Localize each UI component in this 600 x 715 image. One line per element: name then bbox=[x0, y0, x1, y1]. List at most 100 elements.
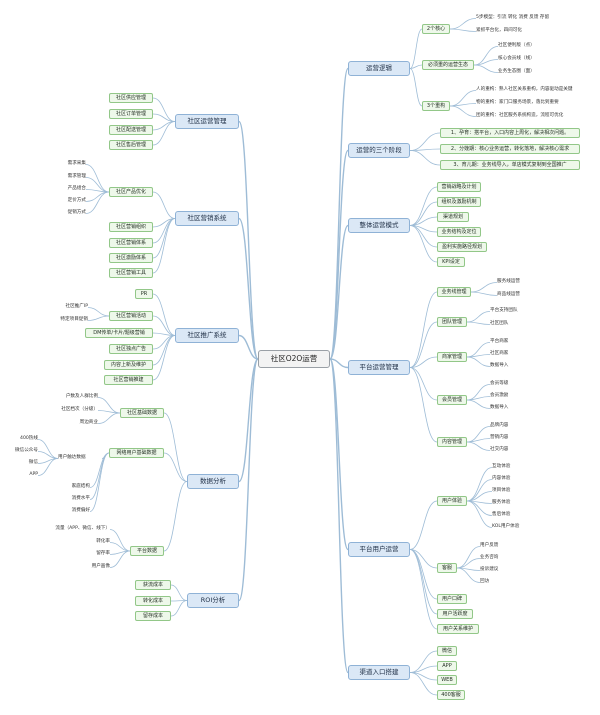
sub-member-mgmt[interactable]: 会员管理 bbox=[437, 395, 467, 405]
connector-line bbox=[466, 399, 491, 409]
sub-dm-flyer[interactable]: DM传单/卡片/题级营销 bbox=[85, 328, 153, 338]
topic-platform-user-ops[interactable]: 平台用户运营 bbox=[348, 542, 410, 557]
sub-order-mgmt[interactable]: 社区订单管理 bbox=[109, 109, 153, 119]
leaf-demand-collect: 需求采集 bbox=[67, 161, 86, 166]
topic-platform-ops-mgmt[interactable]: 平台运营管理 bbox=[348, 360, 410, 375]
sub-user-reputation[interactable]: 用户口碑 bbox=[437, 594, 467, 604]
sub-marketing-events[interactable]: 社区营销活动 bbox=[109, 311, 153, 321]
sub-delivery-mgmt[interactable]: 社区配送管理 bbox=[109, 125, 153, 135]
sub-strategy-plan[interactable]: 营销战略及计划 bbox=[437, 182, 481, 192]
sub-business-structure[interactable]: 业务结构及定位 bbox=[437, 227, 481, 237]
connector-line bbox=[409, 68, 423, 107]
connector-line bbox=[409, 500, 438, 550]
leaf-retention-rate: 留存率 bbox=[96, 551, 110, 556]
sub-supply-mgmt[interactable]: 社区供应管理 bbox=[109, 93, 153, 103]
connector-line bbox=[470, 291, 498, 296]
topic-community-promotion[interactable]: 社区推广系统 bbox=[175, 328, 239, 343]
topic-roi-analysis[interactable]: ROI分析 bbox=[187, 593, 239, 608]
sub-channel-400[interactable]: 400客服 bbox=[437, 690, 465, 700]
leaf-complaints: 投诉建议 bbox=[480, 567, 499, 572]
sub-three-rebuilds[interactable]: 3个重构 bbox=[422, 101, 450, 111]
sub-channel-wechat[interactable]: 微信 bbox=[437, 646, 457, 656]
sub-pr[interactable]: PR bbox=[135, 289, 153, 299]
sub-marketing-tools[interactable]: 社区营销工具 bbox=[109, 268, 153, 278]
sub-user-activity[interactable]: 用户活跃度 bbox=[437, 609, 473, 619]
sub-platform-data[interactable]: 平台数据 bbox=[130, 546, 164, 556]
leaf-social-content: 社交内容 bbox=[490, 447, 509, 452]
connector-line bbox=[466, 354, 491, 358]
leaf-convenience-point: 社区便利版（点） bbox=[498, 43, 535, 48]
sub-org-incentive[interactable]: 组织及激励机制 bbox=[437, 197, 481, 207]
sub-stage-nurturing[interactable]: 3、育儿期：业务线导入，单店模式复制到全国推广 bbox=[440, 160, 580, 170]
leaf-platform-merchants: 平台商家 bbox=[490, 339, 509, 344]
leaf-user-persona: 用户画像 bbox=[91, 564, 110, 569]
sub-network-user-data[interactable]: 网络用户基础数据 bbox=[109, 448, 164, 458]
sub-marketing-build[interactable]: 社区营销推建 bbox=[104, 375, 153, 385]
sub-customer-service[interactable]: 客服 bbox=[437, 563, 457, 573]
sub-business-line-mgmt[interactable]: 业务线管理 bbox=[437, 287, 471, 297]
connector-line bbox=[152, 97, 176, 122]
sub-kpi-setting[interactable]: KPI设定 bbox=[437, 257, 465, 267]
connector-line bbox=[409, 225, 438, 263]
connector-line bbox=[109, 550, 131, 568]
connector-line bbox=[409, 64, 423, 69]
sub-local-ads[interactable]: 社区独点广告 bbox=[109, 344, 153, 354]
leaf-wechat: 微信 bbox=[28, 460, 38, 465]
sub-product-optimize[interactable]: 社区产品优化 bbox=[109, 187, 153, 197]
sub-channel-web[interactable]: WEB bbox=[437, 675, 457, 685]
sub-content-mgmt[interactable]: 内容管理 bbox=[437, 437, 467, 447]
central-topic[interactable]: 社区O2O运营 bbox=[258, 350, 330, 368]
sub-acquisition-cost[interactable]: 获流成本 bbox=[135, 580, 171, 590]
sub-community-base-data[interactable]: 社区基础数据 bbox=[120, 408, 164, 418]
connector-line bbox=[329, 224, 349, 360]
sub-retention-cost[interactable]: 留存成本 bbox=[135, 611, 171, 621]
sub-channel-app[interactable]: APP bbox=[437, 661, 457, 671]
connector-line bbox=[238, 334, 259, 360]
sub-conversion-cost[interactable]: 转化成本 bbox=[135, 596, 171, 606]
connector-line bbox=[473, 64, 499, 73]
sub-merchant-mgmt[interactable]: 商家管理 bbox=[437, 352, 467, 362]
connector-line bbox=[409, 201, 438, 226]
sub-incentive-system[interactable]: 社区激励体系 bbox=[109, 253, 153, 263]
leaf-brand-content: 品牌内容 bbox=[490, 423, 509, 428]
connector-line bbox=[238, 358, 259, 483]
connector-line bbox=[409, 186, 438, 226]
connector-line bbox=[329, 358, 349, 551]
topic-ops-logic[interactable]: 运营逻辑 bbox=[348, 61, 410, 76]
leaf-consumption-pref: 消费偏好 bbox=[71, 508, 90, 513]
leaf-people-rebuild: 人的重构：熟人社区关系重构，内容驱动是关键 bbox=[476, 87, 573, 92]
leaf-member-level: 会员等级 bbox=[490, 381, 509, 386]
sub-content-update[interactable]: 内容上新及维护 bbox=[104, 360, 153, 370]
connector-line bbox=[409, 291, 438, 368]
sub-user-relationship[interactable]: 用户关系维护 bbox=[437, 624, 479, 634]
leaf-pricing: 定价方式 bbox=[67, 198, 86, 203]
leaf-wechat-account: 微信公众号 bbox=[15, 448, 38, 453]
connector-line bbox=[449, 103, 477, 107]
sub-aftersale-mgmt[interactable]: 社区售后管理 bbox=[109, 140, 153, 150]
sub-team-mgmt[interactable]: 团队管理 bbox=[437, 317, 467, 327]
sub-profit-path[interactable]: 盈利实施路径规划 bbox=[437, 242, 487, 252]
connector-line bbox=[170, 600, 188, 617]
connector-line bbox=[87, 307, 110, 317]
sub-stage-delivery[interactable]: 2、分娩期：核心业务运营，转化落地，解决核心需求 bbox=[440, 144, 580, 154]
topic-community-ops[interactable]: 社区运营管理 bbox=[175, 114, 239, 129]
connector-line bbox=[466, 479, 493, 502]
connector-line bbox=[466, 426, 491, 443]
connector-line bbox=[109, 529, 131, 552]
topic-three-stages[interactable]: 运营的三个阶段 bbox=[348, 143, 410, 158]
sub-ecosystem[interactable]: 必须重的运营生态 bbox=[422, 60, 474, 70]
topic-data-analysis[interactable]: 数据分析 bbox=[187, 474, 239, 489]
topic-community-marketing[interactable]: 社区营销系统 bbox=[175, 211, 239, 226]
sub-marketing-system[interactable]: 社区营销体系 bbox=[109, 238, 153, 248]
connector-line bbox=[449, 18, 477, 30]
sub-two-cores[interactable]: 2个核心 bbox=[422, 24, 450, 34]
sub-stage-incubation[interactable]: 1、孕育：搭平台，入口内容上周化，解决相次问题。 bbox=[440, 128, 580, 138]
connector-line bbox=[409, 549, 438, 630]
sub-user-experience[interactable]: 用户体验 bbox=[437, 496, 467, 506]
connector-line bbox=[163, 412, 188, 482]
sub-channel-plan[interactable]: 渠道规划 bbox=[437, 212, 469, 222]
sub-marketing-org[interactable]: 社区营销组织 bbox=[109, 222, 153, 232]
topic-channel-entry[interactable]: 渠道入口搭建 bbox=[348, 665, 410, 680]
topic-overall-model[interactable]: 整体运营模式 bbox=[348, 218, 410, 233]
